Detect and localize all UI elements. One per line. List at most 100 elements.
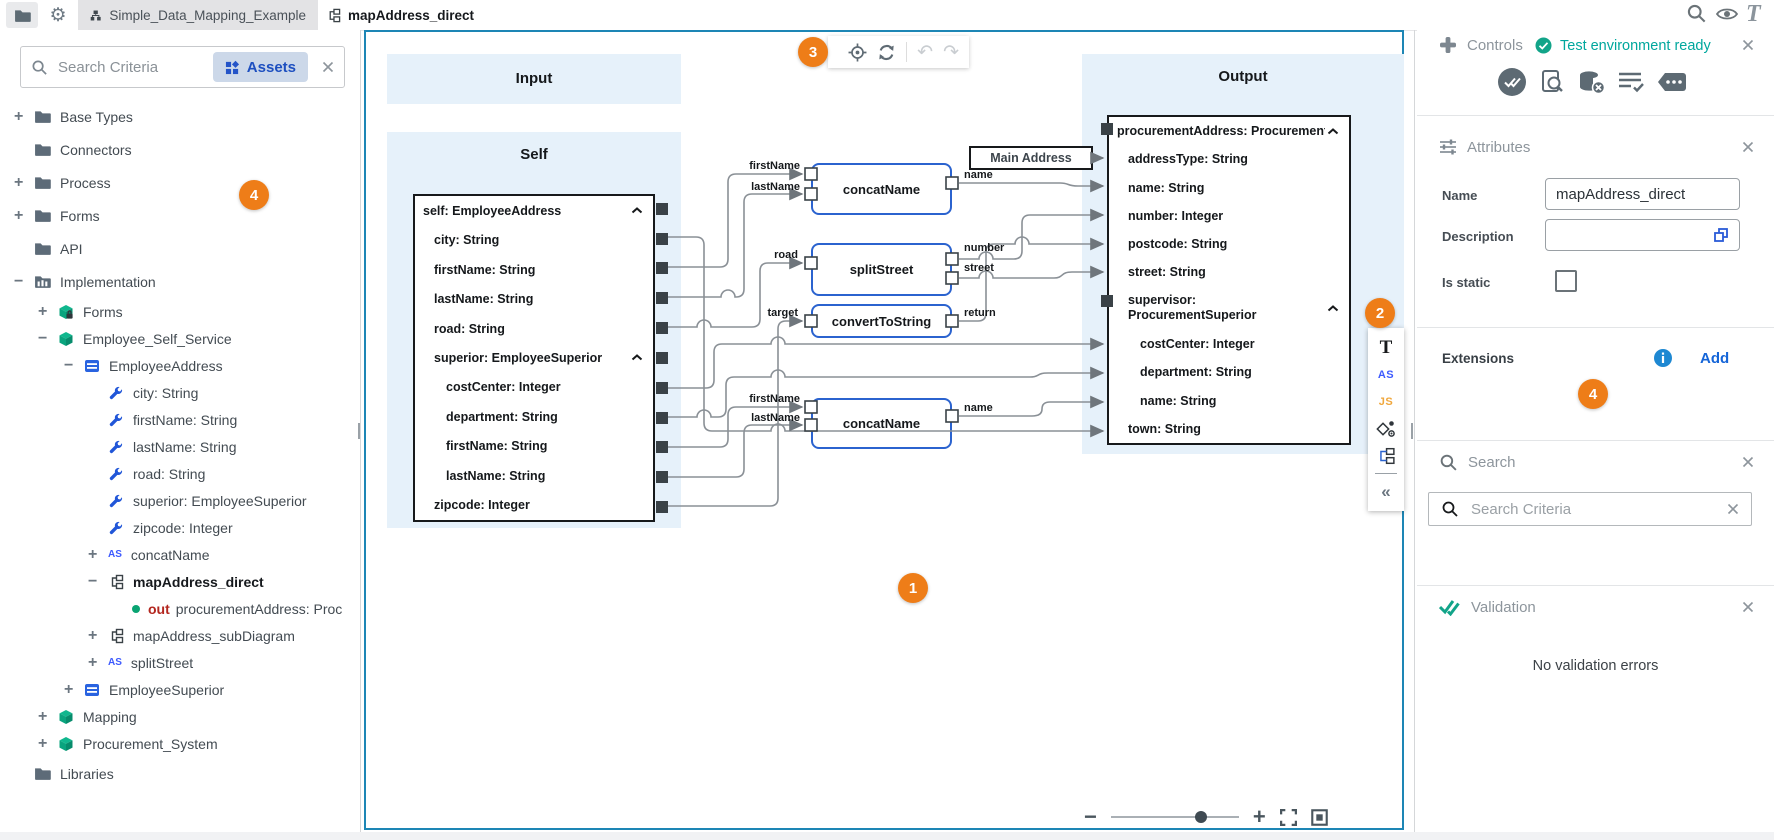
chevron-up-icon[interactable] xyxy=(631,207,643,214)
condition-tool[interactable] xyxy=(1368,415,1404,442)
assets-filter-button[interactable]: Assets xyxy=(212,52,308,82)
breakpoints-icon[interactable] xyxy=(1657,71,1687,93)
js-script-tool[interactable]: JS xyxy=(1378,395,1394,408)
folder-icon[interactable] xyxy=(6,2,38,28)
output-row[interactable]: supervisor: ProcurementSuperior xyxy=(1109,286,1349,330)
self-row[interactable]: firstName: String xyxy=(446,439,548,454)
output-row[interactable]: name: String xyxy=(1128,180,1205,195)
output-row[interactable]: costCenter: Integer xyxy=(1140,337,1255,352)
close-icon[interactable] xyxy=(1742,456,1754,468)
bottom-scroll-strip[interactable] xyxy=(0,832,1774,840)
tree-item-road[interactable]: road: String xyxy=(0,460,360,487)
tree-item-zipcode[interactable]: zipcode: Integer xyxy=(0,514,360,541)
tree-item-employee-superior[interactable]: EmployeeSuperior xyxy=(0,676,360,703)
clear-icon[interactable] xyxy=(322,61,334,73)
expand-icon[interactable] xyxy=(88,654,108,672)
collapse-icon[interactable] xyxy=(14,273,34,291)
chevron-up-icon[interactable] xyxy=(1327,305,1339,312)
expand-icon[interactable] xyxy=(38,708,58,726)
collapse-icon[interactable] xyxy=(38,330,58,348)
text-constant-tool[interactable]: T xyxy=(1379,336,1393,358)
description-input[interactable] xyxy=(1545,219,1740,251)
expand-editor-icon[interactable] xyxy=(1713,227,1729,243)
fullscreen-icon[interactable] xyxy=(1279,808,1297,826)
zoom-in-icon[interactable] xyxy=(1253,804,1266,830)
close-icon[interactable] xyxy=(1742,141,1754,153)
redo-icon[interactable] xyxy=(943,43,959,62)
self-row[interactable]: zipcode: Integer xyxy=(434,498,530,513)
tree-item-process[interactable]: Process xyxy=(0,166,360,199)
tree-item-city[interactable]: city: String xyxy=(0,379,360,406)
zoom-out-icon[interactable] xyxy=(1084,804,1097,830)
mapping-canvas[interactable]: Input Self Output self: EmployeeAddress … xyxy=(364,30,1404,830)
is-static-checkbox[interactable] xyxy=(1555,270,1577,292)
output-row[interactable]: department: String xyxy=(1140,365,1252,380)
tree-item-employee-address[interactable]: EmployeeAddress xyxy=(0,352,360,379)
panel-divider[interactable] xyxy=(1414,30,1415,832)
output-structure-box[interactable]: procurementAddress: ProcurementAddress a… xyxy=(1107,115,1351,445)
tree-item-mapaddress-direct[interactable]: mapAddress_direct xyxy=(0,568,360,595)
collapse-icon[interactable] xyxy=(64,357,84,375)
chevron-up-icon[interactable] xyxy=(631,354,643,361)
self-row[interactable]: lastName: String xyxy=(446,468,546,483)
node-splitstreet[interactable]: splitStreet xyxy=(811,243,952,296)
tree-item-forms[interactable]: Forms xyxy=(0,199,360,232)
panel-search-input[interactable]: Search Criteria xyxy=(1428,492,1752,526)
tree-item-implementation[interactable]: Implementation xyxy=(0,265,360,298)
tab-document[interactable]: mapAddress_direct xyxy=(318,0,474,30)
as-script-tool[interactable]: AS xyxy=(1377,368,1395,381)
reset-data-icon[interactable] xyxy=(1577,69,1605,95)
zoom-slider-thumb[interactable] xyxy=(1194,811,1207,823)
inspect-document-icon[interactable] xyxy=(1539,69,1565,95)
clear-icon[interactable] xyxy=(1727,503,1739,515)
output-row[interactable]: postcode: String xyxy=(1128,236,1228,251)
name-input[interactable]: mapAddress_direct xyxy=(1545,178,1740,210)
tree-item-employee-self-service[interactable]: Employee_Self_Service xyxy=(0,325,360,352)
refresh-icon[interactable] xyxy=(877,43,896,62)
tree-item-superior[interactable]: superior: EmployeeSuperior xyxy=(0,487,360,514)
tree-item-api[interactable]: API xyxy=(0,232,360,265)
tree-item-impl-forms[interactable]: Forms xyxy=(0,298,360,325)
sidebar-divider[interactable] xyxy=(360,30,361,832)
output-row[interactable]: number: Integer xyxy=(1128,208,1224,223)
tree-item-procurement-system[interactable]: Procurement_System xyxy=(0,730,360,757)
info-icon[interactable] xyxy=(1653,348,1673,368)
close-icon[interactable] xyxy=(1742,601,1754,613)
output-row[interactable]: town: String xyxy=(1128,421,1201,436)
undo-icon[interactable] xyxy=(917,43,933,62)
subdiagram-tool[interactable] xyxy=(1368,442,1404,469)
tree-item-mapping[interactable]: Mapping xyxy=(0,703,360,730)
tree-item-base-types[interactable]: Base Types xyxy=(0,100,360,133)
log-list-icon[interactable] xyxy=(1617,70,1645,94)
output-row[interactable]: procurementAddress: ProcurementAddress xyxy=(1109,117,1349,145)
self-row[interactable]: city: String xyxy=(434,233,500,248)
run-checks-icon[interactable] xyxy=(1497,67,1527,97)
center-view-icon[interactable] xyxy=(848,43,867,62)
node-concatname-1[interactable]: concatName xyxy=(811,163,952,215)
node-converttostring[interactable]: convertToString xyxy=(811,304,952,338)
output-row[interactable]: street: String xyxy=(1128,265,1206,280)
eye-icon[interactable] xyxy=(1716,6,1738,22)
self-structure-box[interactable]: self: EmployeeAddress city: String first… xyxy=(413,194,655,522)
expand-icon[interactable] xyxy=(14,207,34,225)
expand-icon[interactable] xyxy=(38,303,58,321)
expand-icon[interactable] xyxy=(64,681,84,699)
zoom-slider[interactable] xyxy=(1110,811,1239,823)
sidebar-search-box[interactable]: Search Criteria Assets xyxy=(20,46,345,88)
node-concatname-2[interactable]: concatName xyxy=(811,398,952,449)
add-extension-button[interactable]: Add xyxy=(1700,350,1730,367)
self-row[interactable]: department: String xyxy=(446,409,558,424)
gear-icon[interactable]: ⚙ xyxy=(49,4,67,26)
expand-icon[interactable] xyxy=(88,546,108,564)
close-icon[interactable] xyxy=(1742,39,1754,51)
self-row[interactable]: self: EmployeeAddress xyxy=(415,196,653,225)
expand-icon[interactable] xyxy=(38,735,58,753)
tree-item-firstname[interactable]: firstName: String xyxy=(0,406,360,433)
self-row[interactable]: firstName: String xyxy=(434,262,536,277)
tree-item-mapaddress-subdiagram[interactable]: mapAddress_subDiagram xyxy=(0,622,360,649)
self-row[interactable]: superior: EmployeeSuperior xyxy=(415,343,653,372)
tree-item-lastname[interactable]: lastName: String xyxy=(0,433,360,460)
